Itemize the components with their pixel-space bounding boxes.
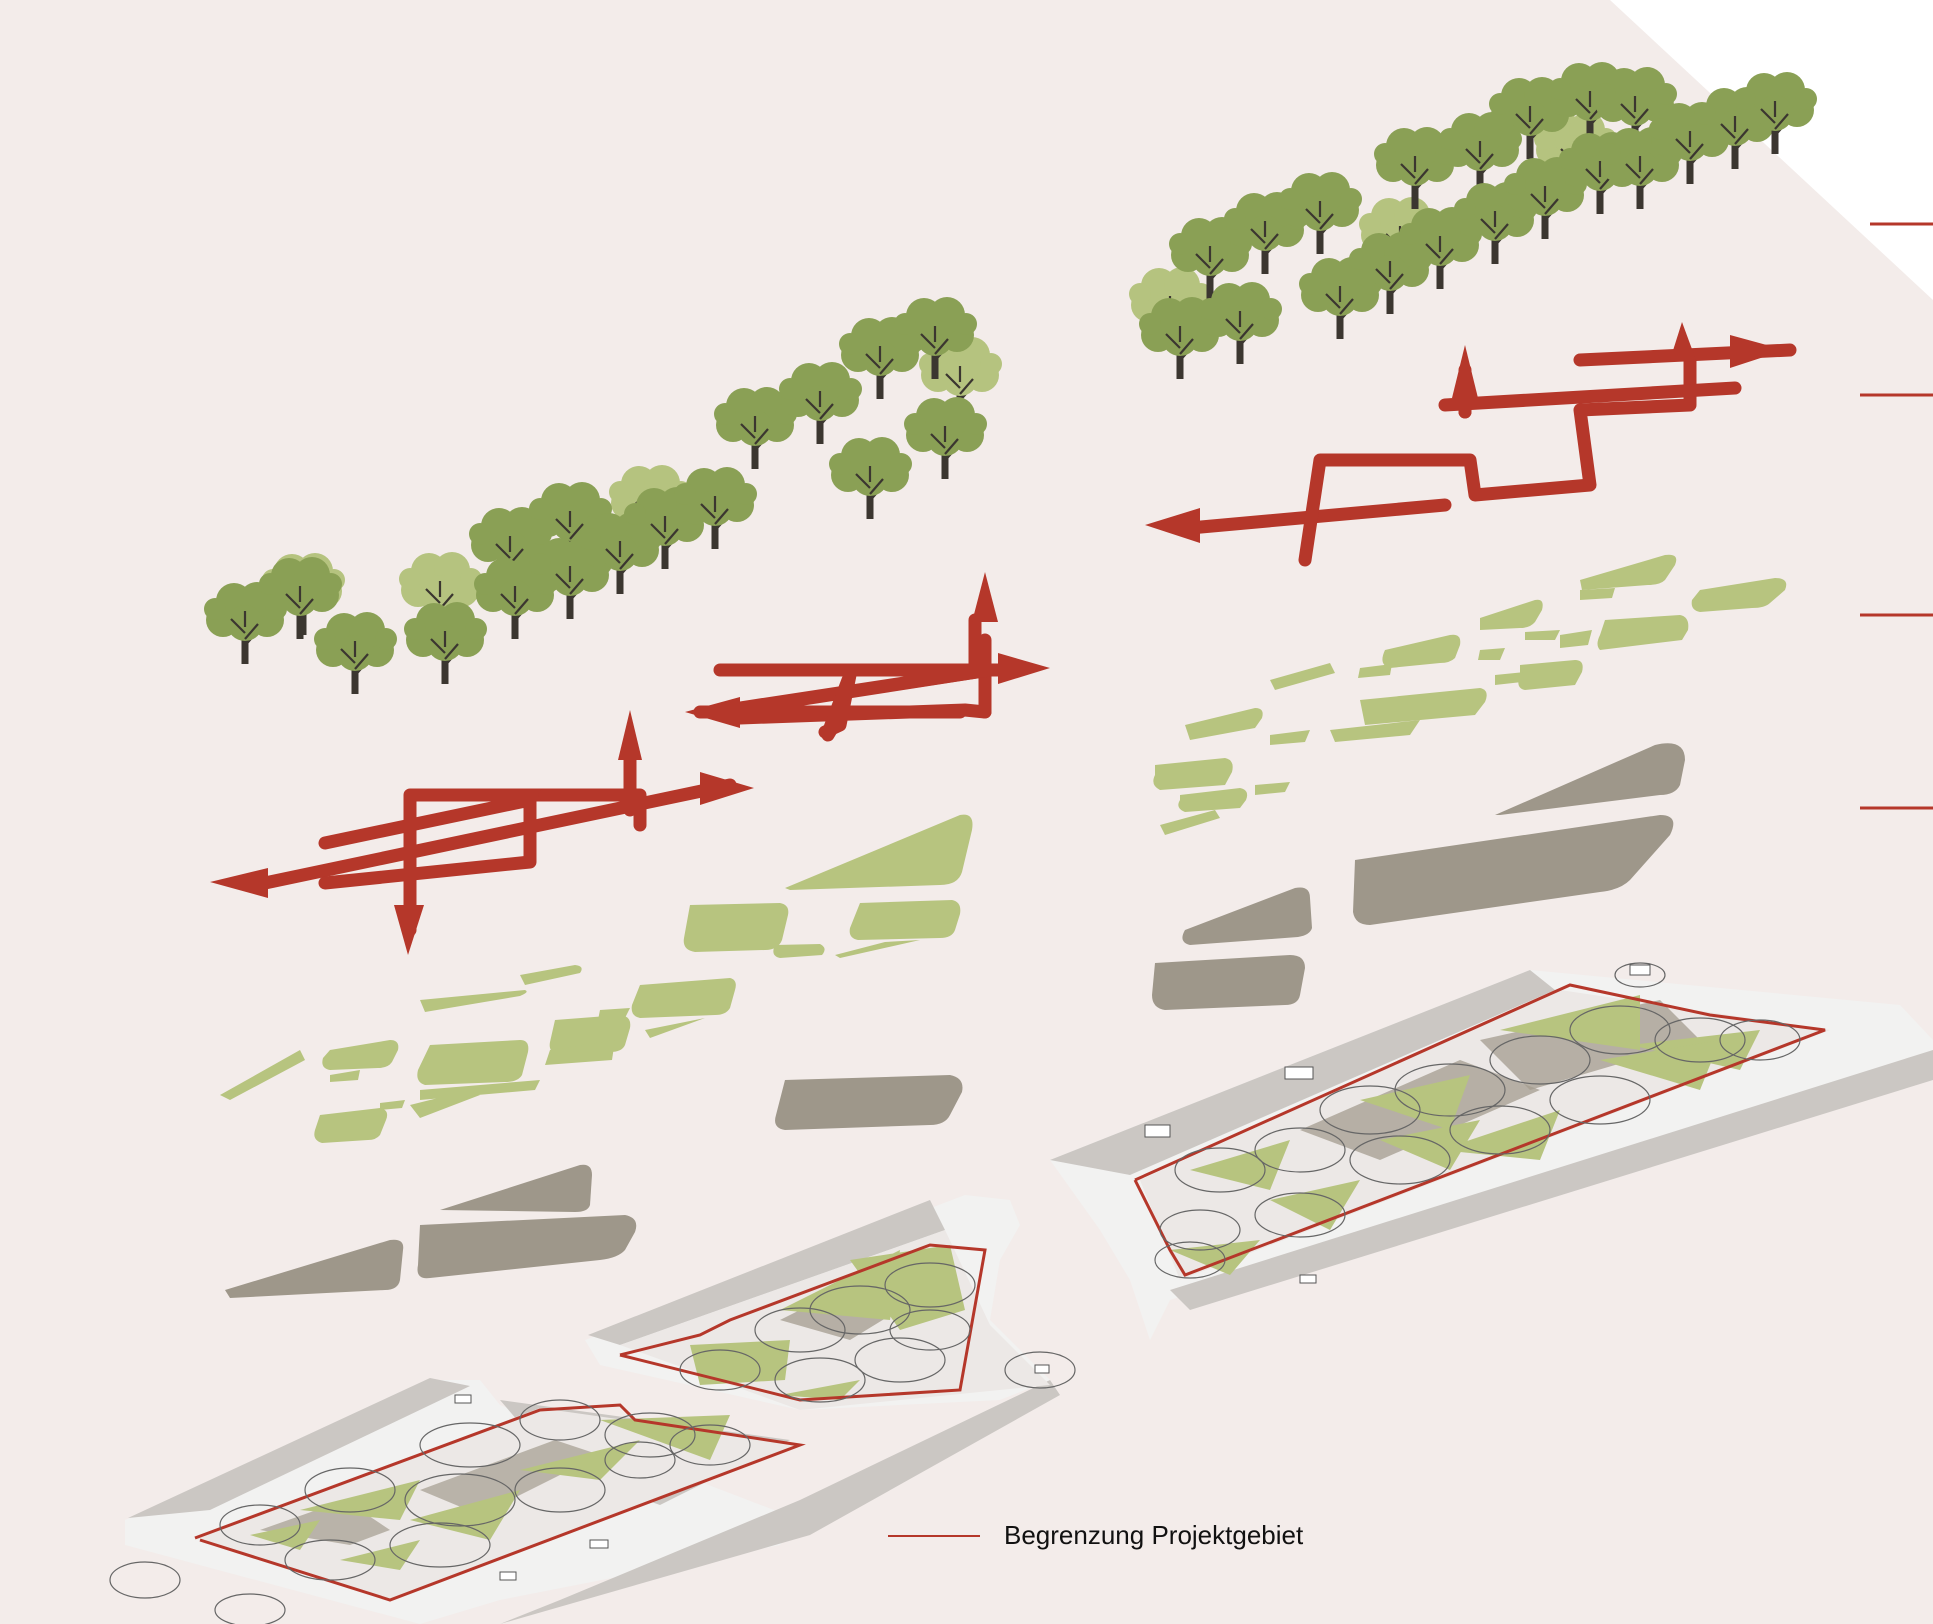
- circulation-layer-right: [1183, 343, 1797, 567]
- legend: Begrenzung Projektgebiet: [888, 1520, 1303, 1551]
- stone-layer-left: [225, 1075, 963, 1298]
- legend-label: Begrenzung Projektgebiet: [1004, 1520, 1304, 1550]
- red-line-icon: [888, 1534, 980, 1537]
- tree-layer-left: [202, 295, 1004, 696]
- stone-layer-right: [1152, 743, 1685, 1010]
- leader-lines: [1860, 222, 1933, 810]
- arrowheads-right: [1145, 322, 1785, 543]
- green-layer-right: [1153, 554, 1787, 835]
- green-layer-left: [220, 814, 973, 1143]
- arrowheads-left: [210, 572, 1050, 955]
- ground-plan-lower-left: [109, 1378, 1060, 1624]
- ground-plan-right: [1050, 962, 1933, 1340]
- tree-layer-right: [1127, 60, 1819, 381]
- ground-plan-middle: [585, 1195, 1076, 1410]
